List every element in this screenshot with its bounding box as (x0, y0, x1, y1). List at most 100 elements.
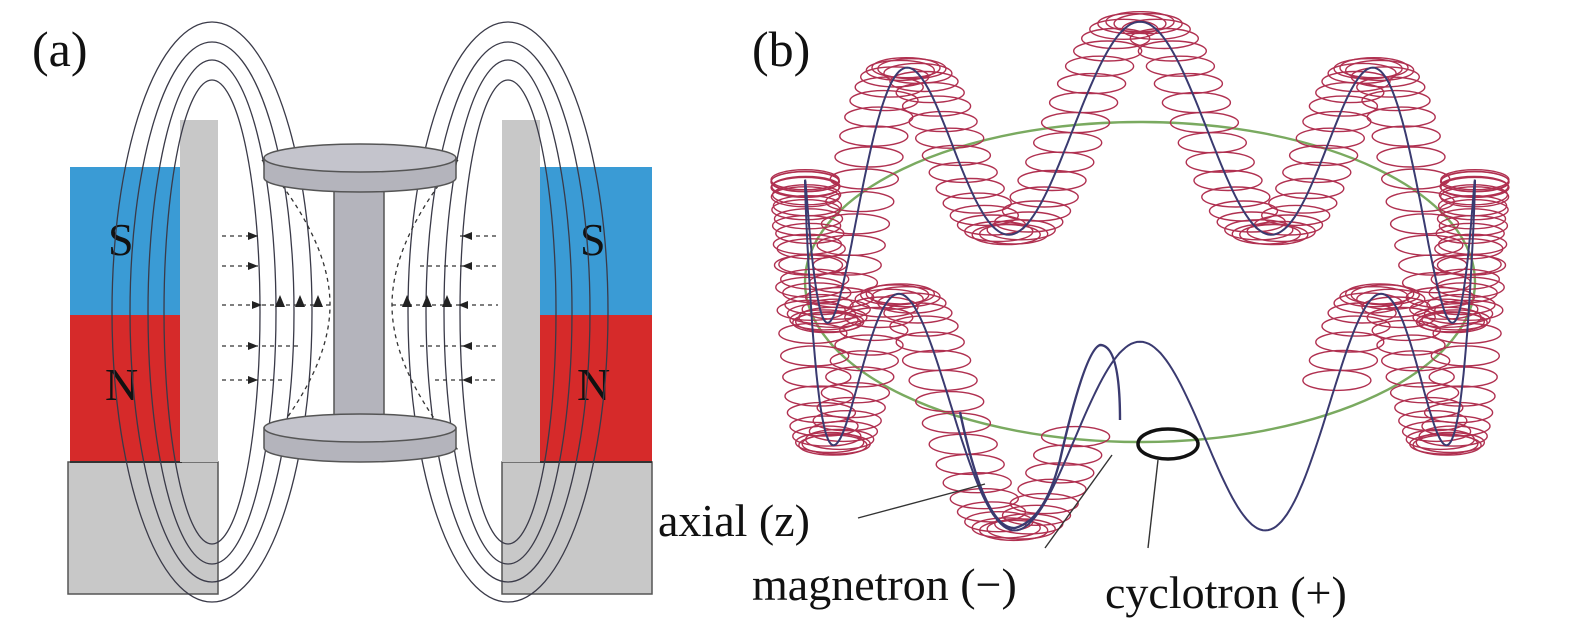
cyclotron-highlight-ring (1136, 427, 1200, 461)
right-north-pole (540, 315, 652, 462)
cyclotron-coil-ring (820, 382, 891, 404)
cyclotron-coil-ring (1394, 396, 1464, 419)
cyclotron-coil-ring (834, 334, 904, 356)
cyclotron-coil-ring (1418, 425, 1488, 447)
cyclotron-coil-ring (1409, 298, 1479, 320)
cyclotron-coil-ring (805, 286, 875, 309)
cyclotron-coil-ring (1405, 428, 1476, 451)
cyclotron-coil-ring (1040, 425, 1111, 448)
cyclotron-coil-ring (1201, 186, 1271, 208)
cyclotron-coil-ring (1428, 366, 1498, 388)
cyclotron-coil-ring (964, 511, 1034, 533)
cyclotron-coil-ring (1415, 431, 1486, 454)
cyclotron-coil-ring (949, 488, 1019, 510)
cyclotron-coil-ring (786, 401, 857, 424)
magnetron-label: magnetron (−) (752, 559, 1017, 610)
right-field-lines (407, 21, 609, 603)
cyclotron-coil-ring (1193, 169, 1263, 192)
cyclotron-coil-ring (1426, 293, 1496, 316)
axial-guiding-path (804, 20, 1476, 532)
cyclotron-coil-ring (825, 366, 895, 388)
cyclotron-coil-ring (829, 168, 899, 190)
cyclotron-coil-ring (1401, 420, 1472, 443)
cyclotron-coil-ring (782, 366, 852, 388)
cyclotron-coil-ring (877, 57, 947, 80)
right-pole-piece (502, 120, 540, 462)
cyclotron-coil-ring (780, 268, 850, 290)
cyclotron-coil-ring (801, 298, 871, 320)
cyclotron-coil-ring (1239, 223, 1309, 246)
cyclotron-coil-ring (994, 211, 1064, 233)
cyclotron-coil-ring (1072, 40, 1143, 62)
cyclotron-coil-ring (1426, 385, 1496, 407)
cyclotron-coil-ring (956, 501, 1027, 523)
cyclotron-coil-ring (1097, 12, 1167, 35)
cyclotron-coil-ring (849, 89, 919, 112)
cyclotron-coil-ring (865, 59, 935, 82)
cyclotron-coil-ring (1282, 161, 1352, 184)
cyclotron-coil-ring (935, 177, 1005, 200)
right-s-label: S (580, 214, 606, 265)
panel-b: (b) axial (z) magnetron (−) cyclotron (+… (658, 11, 1510, 618)
cyclotron-coil-ring (928, 161, 998, 184)
cyclotron-coil-ring (889, 315, 959, 337)
cyclotron-coil-ring (1129, 27, 1200, 50)
cyclotron-coil-ring (1371, 319, 1441, 342)
cyclotron-coil-ring (1017, 169, 1087, 192)
cyclotron-coil-ring (1428, 282, 1498, 304)
cyclotron-coil-ring (812, 410, 882, 432)
cyclotron-coil-ring (895, 81, 965, 104)
cyclotron-coil-ring (792, 425, 862, 447)
cyclotron-coil-ring (1017, 478, 1087, 500)
cyclotron-coil-ring (915, 390, 985, 413)
cyclotron-coil-ring (1385, 366, 1455, 388)
cyclotron-coil-ring (1032, 444, 1103, 466)
panel-b-label: (b) (752, 21, 810, 77)
cyclotron-coil-ring (942, 192, 1012, 214)
cyclotron-coil-ring (1344, 59, 1415, 82)
cyclotron-coil-ring (1430, 268, 1501, 290)
left-north-pole (70, 315, 182, 462)
cyclotron-coil-ring (801, 433, 871, 455)
cyclotron-label: cyclotron (+) (1105, 567, 1347, 618)
cyclotron-coil-tube (770, 11, 1510, 542)
right-yoke-base (501, 461, 653, 595)
cyclotron-coil-ring (1356, 76, 1426, 98)
cyclotron-coil-ring (942, 472, 1012, 494)
cyclotron-coil-ring (1350, 66, 1421, 88)
cyclotron-coil-ring (1327, 62, 1397, 85)
cyclotron-coil-ring (1295, 127, 1366, 149)
cyclotron-coil-ring (1145, 55, 1216, 77)
cyclotron-coil-ring (1268, 192, 1338, 214)
cyclotron-coil-ring (844, 306, 914, 329)
cyclotron-coil-ring (1288, 144, 1359, 167)
cyclotron-coil-ring (1308, 95, 1379, 117)
cyclotron-coil-ring (1376, 334, 1446, 356)
cyclotron-coil-ring (1275, 177, 1345, 200)
cyclotron-coil-ring (895, 331, 965, 353)
cyclotron-coil-ring (1415, 311, 1486, 333)
cyclotron-coil-ring (789, 415, 859, 437)
magnetron-orbit (803, 120, 1477, 444)
left-s-label: S (108, 214, 134, 265)
cyclotron-coil-ring (921, 144, 992, 167)
cyclotron-coil-ring (784, 385, 854, 407)
cyclotron-coil-ring (820, 213, 891, 235)
right-south-pole (540, 167, 652, 315)
axial-oscillation (958, 343, 1122, 530)
cyclotron-coil-ring (928, 433, 998, 455)
cyclotron-coil-ring (854, 288, 924, 310)
cyclotron-coil-ring (1389, 382, 1460, 404)
cyclotron-coil-ring (915, 127, 985, 149)
left-south-pole (70, 167, 182, 315)
cyclotron-coil-ring (979, 223, 1049, 245)
cyclotron-coil-ring (1185, 151, 1255, 173)
cyclotron-coil-ring (1356, 288, 1426, 310)
cyclotron-coil-ring (1137, 40, 1208, 62)
cyclotron-coil-ring (816, 234, 886, 257)
cyclotron-coil-ring (1009, 186, 1079, 208)
cyclotron-coil-ring (784, 293, 854, 316)
cyclotron-coil-ring (1380, 350, 1451, 372)
cyclotron-coil-ring (1048, 91, 1119, 114)
